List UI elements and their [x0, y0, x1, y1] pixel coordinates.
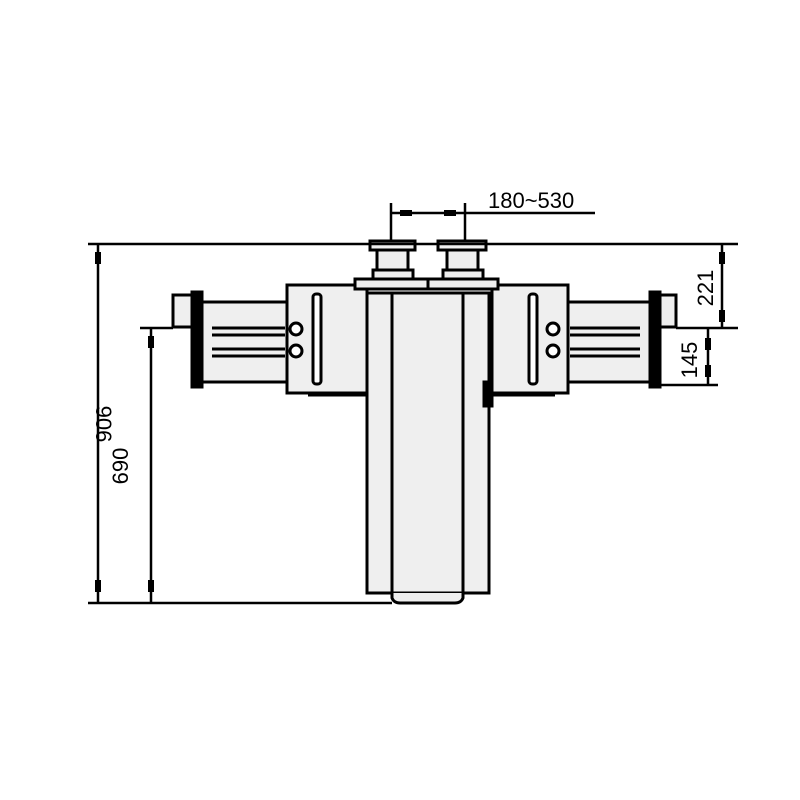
left-bolt-icon [288, 321, 304, 337]
left-slot [311, 292, 323, 386]
right-arm-end-plate [648, 290, 662, 389]
right-bolt-icon [545, 321, 561, 337]
left-bolt-icon [288, 343, 304, 359]
dim-pad-spacing: 180~530 [488, 188, 574, 213]
dim-arm-height: 690 [108, 448, 133, 485]
column-body [365, 291, 491, 595]
dimension-arrows [95, 210, 725, 592]
right-lift-pad [436, 239, 488, 281]
central-column [353, 277, 500, 605]
dimension-lines [88, 203, 738, 605]
right-arm-tube [566, 300, 652, 384]
dim-pad-to-arm: 221 [693, 270, 718, 307]
left-arm-housing [285, 283, 369, 395]
left-arm [171, 283, 369, 395]
column-side-latch [482, 380, 494, 408]
dim-arm-bottom: 145 [677, 342, 702, 379]
left-arm-tube [200, 300, 289, 384]
right-arm [490, 283, 678, 395]
column-foot [390, 593, 465, 605]
left-lift-pad [368, 239, 417, 281]
right-bolt-icon [545, 343, 561, 359]
right-arm-end-cap [658, 293, 678, 329]
right-slot [527, 292, 539, 386]
dim-total-height: 906 [91, 406, 116, 443]
